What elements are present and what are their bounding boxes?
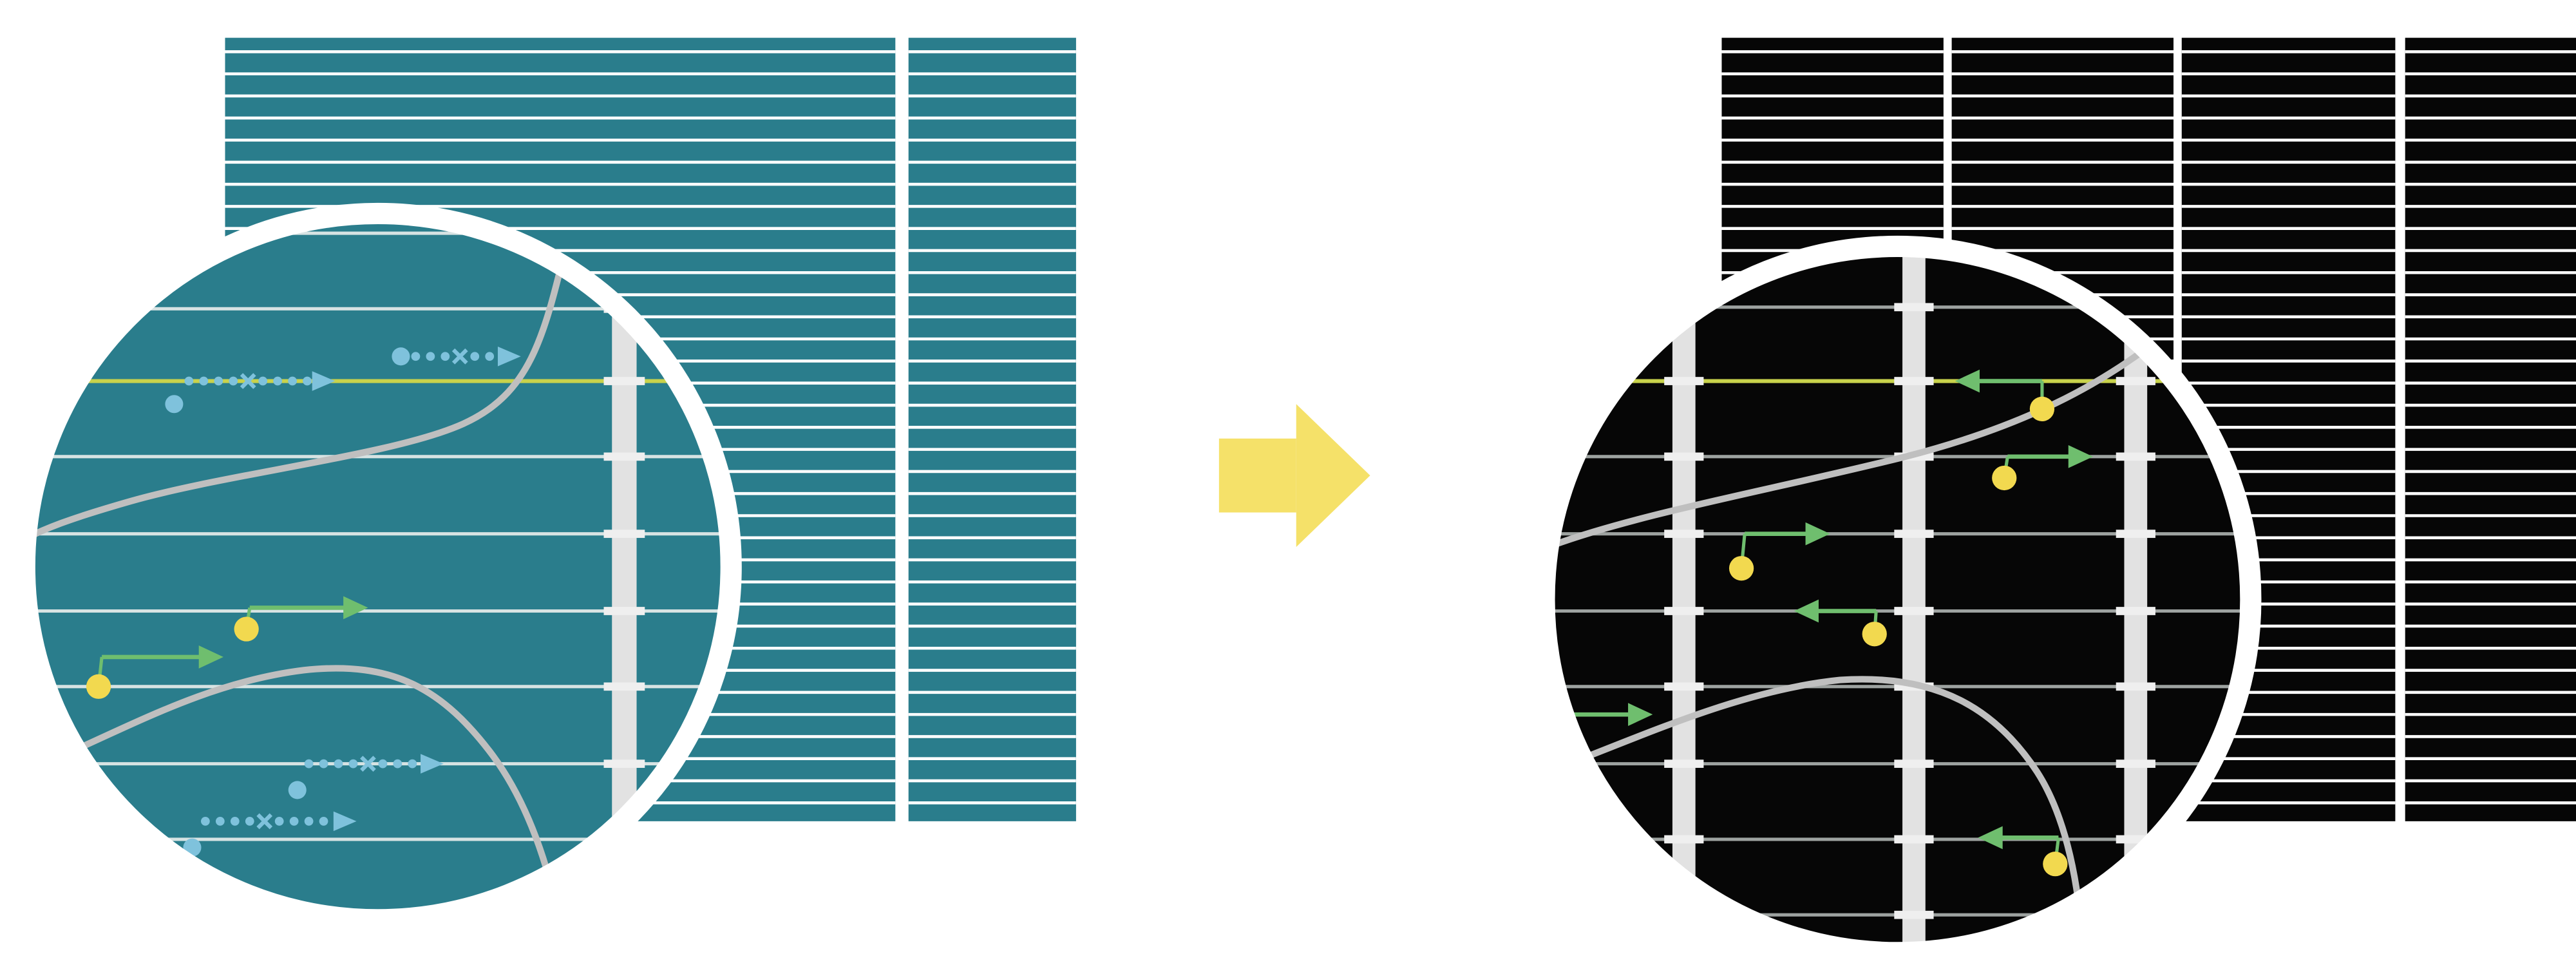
busbar: [1902, 246, 1926, 953]
arrowhead-icon: [1628, 703, 1653, 726]
busbar-tick: [1664, 759, 1704, 769]
busbar-tick: [2116, 910, 2155, 919]
grain-boundary-curve: [1549, 325, 2175, 549]
carrier-dot: [1862, 622, 1887, 647]
cell-wafer: [908, 37, 1076, 821]
busbar-tick: [603, 607, 645, 615]
electron-path: [288, 754, 444, 799]
busbar-tick: [603, 759, 645, 769]
electron-path: [392, 346, 521, 367]
busbar-tick: [1664, 910, 1704, 919]
magnifier-ring: [14, 202, 742, 931]
busbar-tick: [2116, 377, 2155, 385]
arrowhead-icon: [1955, 369, 1980, 393]
busbar-tick: [603, 910, 645, 919]
recombination-cross-icon: [240, 373, 256, 389]
busbar-tick: [2116, 607, 2155, 615]
carrier-dot: [86, 674, 111, 699]
arrowhead-icon: [497, 346, 521, 367]
busbar-tick: [1894, 607, 1934, 615]
busbar-tick: [2116, 682, 2155, 691]
grain-boundary-curve: [1544, 676, 2087, 953]
carrier-marker: [1992, 444, 2093, 491]
busbar-tick: [1664, 452, 1704, 461]
carrier-marker: [1794, 599, 1887, 647]
electron-dot: [288, 781, 307, 799]
busbar-tick: [1664, 682, 1704, 691]
carrier-marker: [1978, 826, 2068, 877]
carrier-dot: [1992, 465, 2017, 491]
busbar-tick: [2116, 759, 2155, 769]
magnifier-ring: [1533, 235, 2262, 964]
right-magnifier: [1533, 235, 2262, 964]
cell-wafer: [2405, 37, 2576, 821]
recombination-cross-icon: [451, 348, 468, 365]
arrowhead-icon: [1794, 599, 1819, 623]
recombination-cross-icon: [256, 813, 273, 830]
busbar-tick: [603, 377, 645, 385]
carrier-dot: [2043, 852, 2068, 877]
carrier-marker: [86, 645, 223, 699]
arrowhead-icon: [343, 596, 368, 620]
carrier-marker: [234, 596, 368, 642]
busbar-tick: [1664, 835, 1704, 844]
busbar-tick: [1894, 530, 1934, 539]
busbar-tick: [2116, 452, 2155, 461]
arrow-head: [1296, 404, 1370, 548]
busbar-tick: [1664, 607, 1704, 615]
carrier-dot: [1728, 556, 1754, 581]
arrowhead-icon: [312, 371, 336, 391]
left-magnifier: [14, 202, 742, 931]
carrier-marker: [1728, 522, 1830, 581]
busbar-tick: [603, 682, 645, 691]
arrowhead-icon: [198, 645, 223, 669]
electron-path: [165, 371, 336, 414]
arrowhead-icon: [1805, 522, 1830, 546]
electron-dot: [165, 395, 184, 414]
busbar-tick: [603, 530, 645, 539]
transition-arrow-icon: [1218, 404, 1370, 548]
carrier-dot: [234, 616, 259, 642]
carrier-dot: [2029, 396, 2055, 422]
busbar-tick: [1894, 759, 1934, 769]
grain-boundary-curve: [24, 665, 571, 920]
busbar: [1672, 246, 1696, 953]
busbar-tick: [1894, 303, 1934, 312]
busbar-tick: [1894, 377, 1934, 385]
arrowhead-icon: [421, 754, 444, 774]
carrier-marker: [1955, 369, 2055, 422]
arrowhead-icon: [333, 811, 357, 832]
busbar-tick: [603, 452, 645, 461]
grain-boundary-curve: [24, 220, 575, 549]
busbar-tick: [1894, 910, 1934, 919]
recombination-cross-icon: [360, 756, 376, 772]
arrowhead-icon: [1978, 826, 2003, 850]
busbar-tick: [2116, 530, 2155, 539]
busbar-tick: [1664, 530, 1704, 539]
busbar-tick: [1894, 835, 1934, 844]
electron-dot: [392, 347, 410, 366]
magnifier-content: [1544, 246, 2251, 953]
arrowhead-icon: [2068, 444, 2093, 468]
arrow-shaft: [1218, 438, 1296, 513]
busbar-tick: [1664, 377, 1704, 385]
